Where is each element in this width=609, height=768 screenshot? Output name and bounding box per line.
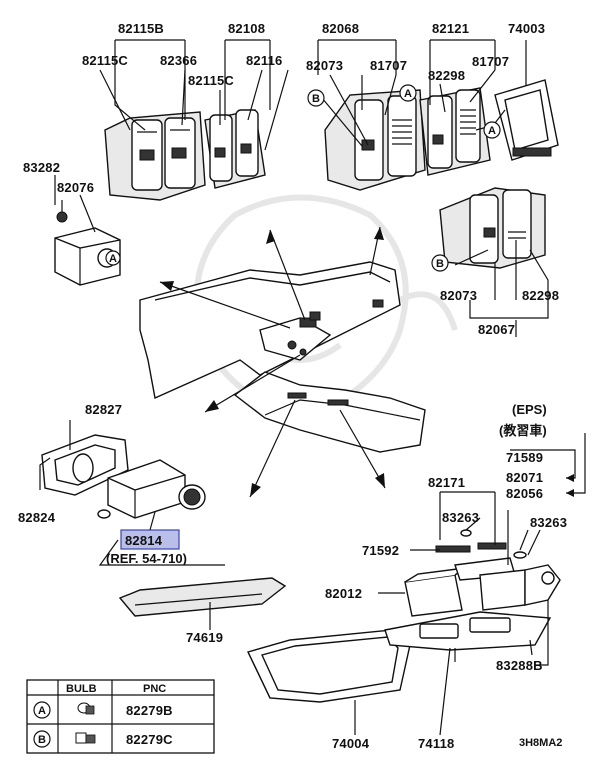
switch-panel-right bbox=[324, 89, 426, 191]
label-71592: 71592 bbox=[362, 543, 399, 558]
dashboard bbox=[139, 261, 426, 453]
legend-header-bulb: BULB bbox=[66, 683, 97, 695]
switch-panel-right-2 bbox=[419, 87, 491, 176]
legend-row-b-pnc: 82279C bbox=[126, 732, 173, 747]
switch-panel-left-2 bbox=[204, 109, 266, 189]
leader-lines bbox=[39, 39, 586, 736]
diagram-code: 3H8MA2 bbox=[519, 737, 562, 749]
switch-units-82012 bbox=[404, 529, 561, 617]
label-83282: 83282 bbox=[23, 160, 60, 175]
label-82115B: 82115B bbox=[118, 21, 164, 36]
label-82814: 82814 bbox=[125, 533, 163, 548]
legend-row-b-key: B bbox=[38, 734, 46, 746]
label-82298-a: 82298 bbox=[428, 68, 465, 83]
module-82076 bbox=[54, 200, 121, 286]
callout-A-2: A bbox=[483, 121, 501, 139]
note-eps: (EPS) bbox=[512, 402, 547, 417]
svg-text:B: B bbox=[436, 258, 444, 270]
label-83263-a: 83263 bbox=[442, 510, 479, 525]
legend-row-a-pnc: 82279B bbox=[126, 703, 173, 718]
console-panel bbox=[384, 611, 552, 662]
label-82115C-a: 82115C bbox=[82, 53, 128, 68]
svg-text:B: B bbox=[312, 93, 320, 105]
legend-row-a-key: A bbox=[38, 705, 46, 717]
switch-panel-82067 bbox=[439, 187, 546, 269]
svg-text:A: A bbox=[488, 125, 496, 137]
callout-A-1: A bbox=[399, 84, 417, 102]
label-74004: 74004 bbox=[332, 736, 370, 751]
label-82116: 82116 bbox=[246, 53, 282, 68]
label-82108: 82108 bbox=[228, 21, 265, 36]
label-74003: 74003 bbox=[508, 21, 545, 36]
pointer-arrows bbox=[159, 226, 386, 498]
lid-74619 bbox=[118, 577, 287, 617]
label-82073-b: 82073 bbox=[440, 288, 477, 303]
bulb-b-icon bbox=[75, 732, 96, 744]
label-82071: 82071 bbox=[506, 470, 543, 485]
lighter-bezel bbox=[41, 434, 129, 496]
label-82366: 82366 bbox=[160, 53, 197, 68]
label-82827: 82827 bbox=[85, 402, 122, 417]
callout-A-3: A bbox=[105, 250, 121, 266]
label-74118: 74118 bbox=[418, 736, 454, 751]
label-82171: 82171 bbox=[428, 475, 465, 490]
label-74619: 74619 bbox=[186, 630, 223, 645]
svg-text:A: A bbox=[404, 88, 412, 100]
label-82056: 82056 bbox=[506, 486, 543, 501]
label-83263-b: 83263 bbox=[530, 515, 567, 530]
label-82067: 82067 bbox=[478, 322, 515, 337]
note-ref: (REF. 54-710) bbox=[106, 551, 187, 566]
label-81707-a: 81707 bbox=[370, 58, 407, 73]
lighter-body bbox=[97, 459, 206, 519]
part-labels: 82115B 82108 82068 82121 74003 82115C 82… bbox=[18, 21, 567, 751]
console-box-74004 bbox=[247, 629, 411, 703]
callout-B-1: B bbox=[307, 89, 325, 107]
label-82068: 82068 bbox=[322, 21, 359, 36]
switch-panel-left bbox=[104, 111, 206, 201]
label-71589: 71589 bbox=[506, 450, 543, 465]
label-81707-b: 81707 bbox=[472, 54, 509, 69]
note-kyoshu: (教習車) bbox=[499, 423, 547, 438]
cluster-74003 bbox=[494, 79, 559, 161]
label-82298-b: 82298 bbox=[522, 288, 559, 303]
label-82012: 82012 bbox=[325, 586, 362, 601]
label-82115C-b: 82115C bbox=[188, 73, 234, 88]
label-82073-a: 82073 bbox=[306, 58, 343, 73]
bulb-a-icon bbox=[77, 702, 95, 715]
callout-B-2: B bbox=[431, 254, 449, 272]
bulb-legend-table: BULB PNC A 82279B B 82279C bbox=[26, 679, 215, 754]
label-82824: 82824 bbox=[18, 510, 56, 525]
label-82076: 82076 bbox=[57, 180, 94, 195]
svg-text:A: A bbox=[109, 253, 117, 265]
label-82121: 82121 bbox=[432, 21, 469, 36]
label-83288B: 83288B bbox=[496, 658, 543, 673]
legend-header-pnc: PNC bbox=[143, 683, 166, 695]
